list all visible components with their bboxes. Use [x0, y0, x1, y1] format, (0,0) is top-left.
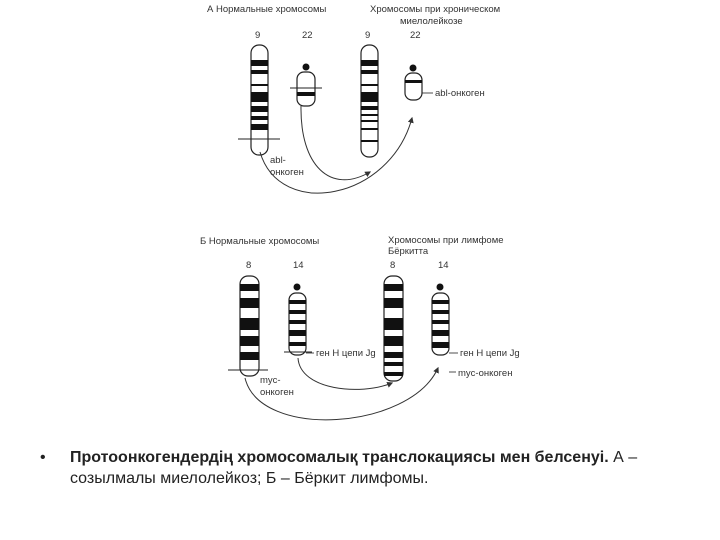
chromosome-number-8-right: 8 — [390, 260, 395, 271]
panel-a-right-title-line1: Хромосомы при хроническом — [370, 4, 500, 15]
chromosome-number-14-left: 14 — [293, 260, 304, 271]
chromosome-14-normal — [284, 283, 312, 356]
chromosome-8-normal — [228, 275, 268, 377]
myc-oncogene-label-line1: myc- — [260, 375, 281, 386]
chromosome-9-derivative — [360, 44, 379, 158]
abl-oncogene-label-line2: онкоген — [270, 167, 304, 178]
panel-a: А Нормальные хромосомы Хромосомы при хро… — [207, 4, 500, 194]
abl-oncogene-label-line1: abl- — [270, 155, 286, 166]
translocation-arrow-14-to-8 — [297, 357, 394, 390]
chromosome-number-22-left: 22 — [302, 30, 313, 41]
panel-a-title: А Нормальные хромосомы — [207, 4, 327, 15]
chromosome-number-22-right: 22 — [410, 30, 421, 41]
chromosome-number-8-left: 8 — [246, 260, 251, 271]
gene-h-chain-right-label: ген H цепи Jg — [460, 348, 520, 359]
chromosome-number-9-left: 9 — [255, 30, 260, 41]
panel-b-title: Б Нормальные хромосомы — [200, 236, 319, 247]
abl-oncogene-right-label: abl-онкоген — [435, 88, 485, 99]
panel-a-right-title-line2: миелолейкозе — [400, 16, 463, 27]
bullet-marker: • — [40, 449, 46, 466]
chromosome-22-derivative — [404, 64, 423, 101]
translocation-arrow-22-to-9 — [300, 105, 372, 181]
translocation-arrow-9-to-22 — [259, 116, 414, 194]
caption-bold-text: Протоонкогендердің хромосомалық транслок… — [70, 449, 609, 466]
caption-normal-text: А – созылмалы миелолейкоз; Б – Бёркит ли… — [70, 449, 638, 487]
chromosome-22-normal — [290, 63, 322, 107]
myc-oncogene-right-label: myc-онкоген — [458, 368, 512, 379]
panel-b-right-title-line1: Хромосомы при лимфоме — [388, 235, 504, 246]
chromosome-number-14-right: 14 — [438, 260, 449, 271]
chromosome-8-derivative — [383, 275, 404, 382]
panel-b-right-title-line2: Бёркитта — [388, 246, 429, 257]
translocation-diagram: А Нормальные хромосомы Хромосомы при хро… — [200, 4, 520, 421]
myc-oncogene-label-line2: онкоген — [260, 387, 294, 398]
chromosome-number-9-right: 9 — [365, 30, 370, 41]
panel-b: Б Нормальные хромосомы Хромосомы при лим… — [200, 235, 520, 421]
caption-text: Протоонкогендердің хромосомалық транслок… — [70, 447, 690, 489]
gene-h-chain-left-label: ген H цепи Jg — [316, 348, 376, 359]
translocation-arrow-8-to-14 — [244, 366, 439, 421]
chromosome-14-derivative — [431, 283, 450, 356]
chromosome-9-normal — [238, 44, 280, 156]
